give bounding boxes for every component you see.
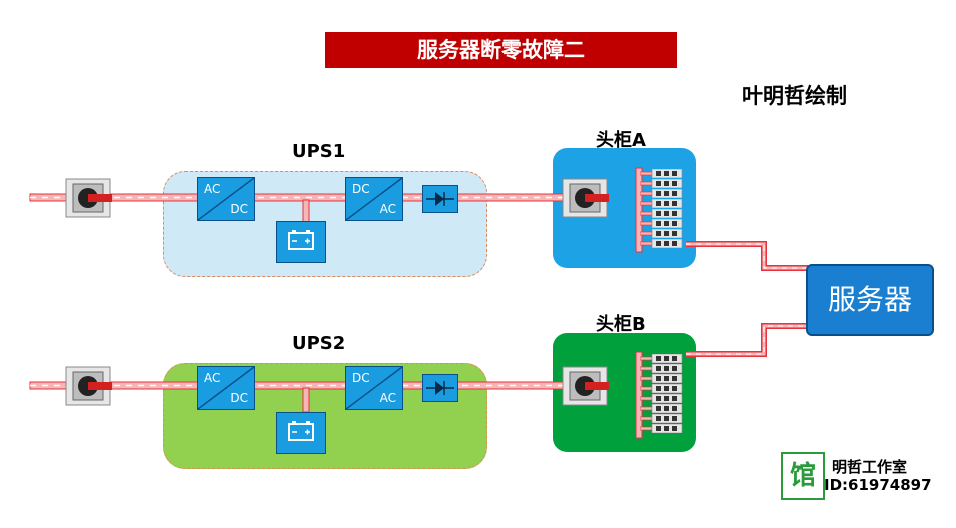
ups1-inverter-in: DC [352,182,370,196]
studio-name: 明哲工作室 [832,458,908,476]
ups2-inverter-in: DC [352,371,370,385]
ups1-battery-icon [276,221,326,263]
ups1-inverter: DC AC [345,177,403,221]
cabinet-b-label: 头柜B [596,314,646,335]
ups2-rectifier: AC DC [197,366,255,410]
studio-id: ID:61974897 [824,476,932,494]
ups1-label: UPS1 [292,141,346,162]
cabinet-a-branch-breaker-6 [640,219,683,228]
cabinet-a-branch-breaker-7 [640,229,683,238]
cabinet-a-branch-breaker-1 [640,169,683,178]
cabinet-a-busbar [635,167,643,253]
cabinet-a-branch-breaker-8 [640,239,683,248]
cabinet-b-busbar [635,351,643,439]
cabinet-b-branch-breaker-6 [640,404,683,413]
cabinet-a-branch-breaker-3 [640,189,683,198]
cabinet-b-branch-breaker-4 [640,384,683,393]
ups2-inverter-out: AC [379,391,396,405]
ups1-power-line [29,193,601,223]
ups2-battery-icon [276,412,326,454]
cabinet-b-branch-breaker-5 [640,394,683,403]
cabinet-a-breaker-icon [562,178,609,218]
cabinet-a-branch-breaker-5 [640,209,683,218]
ups2-label: UPS2 [292,333,346,354]
cable-b-to-server [686,323,808,357]
ups1-rectifier-in: AC [204,182,221,196]
ups2-power-line [29,381,601,413]
cabinet-a-branch-breaker-2 [640,179,683,188]
ups1-diode-icon [422,185,458,213]
ups2-rectifier-out: DC [230,391,248,405]
cabinet-b-branch-breaker-3 [640,374,683,383]
cabinet-b-branch-breaker-1 [640,354,683,363]
studio-logo: 馆 [781,452,825,500]
ups1-inverter-out: AC [379,202,396,216]
input-breaker-2-icon [65,366,112,406]
input-breaker-1-icon [65,178,112,218]
ups1-rectifier: AC DC [197,177,255,221]
ups2-rectifier-in: AC [204,371,221,385]
cable-a-to-server [686,241,808,271]
cabinet-a-label: 头柜A [596,130,646,151]
cabinet-b-branch-breaker-2 [640,364,683,373]
cabinet-b-branch-breaker-8 [640,424,683,433]
cabinet-b-breaker-icon [562,366,609,406]
author-credit: 叶明哲绘制 [742,84,847,108]
ups1-rectifier-out: DC [230,202,248,216]
title-banner: 服务器断零故障二 [325,32,677,68]
ups2-diode-icon [422,374,458,402]
server-box: 服务器 [806,264,934,336]
cabinet-b-branch-breaker-7 [640,414,683,423]
cabinet-a-branch-breaker-4 [640,199,683,208]
ups2-inverter: DC AC [345,366,403,410]
